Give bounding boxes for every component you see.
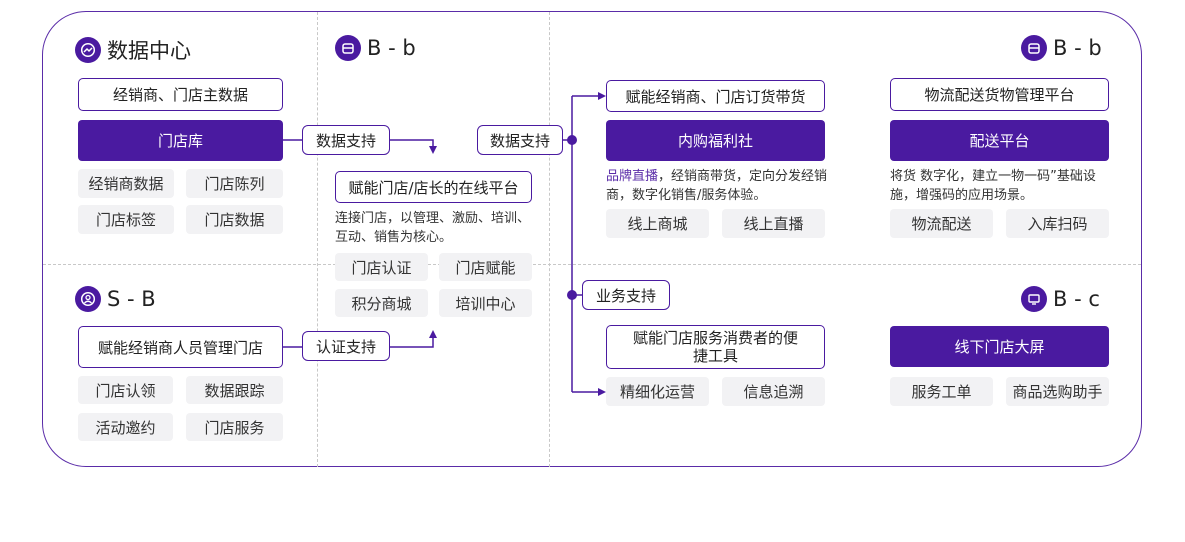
store-icon <box>1021 35 1047 61</box>
section-title-bb-left: B - b <box>335 35 416 61</box>
connector-label-data-support-2: 数据支持 <box>477 125 563 155</box>
main-box-delivery: 配送平台 <box>890 120 1109 161</box>
section-title-sb: S - B <box>75 286 156 312</box>
section-title-bb-right: B - b <box>1021 35 1102 61</box>
divider-h <box>43 264 1141 265</box>
desc-rest: ，经销商带货，定向分发经销商，数字化销售/服务体验。 <box>606 169 828 203</box>
desc-delivery: 将货 数字化，建立一物一码”基础设施，增强码的应用场景。 <box>890 169 1096 203</box>
section-title-bc: B - c <box>1021 286 1100 312</box>
tag: 门店服务 <box>186 413 283 441</box>
chart-icon <box>75 37 101 63</box>
tag: 门店陈列 <box>186 169 283 198</box>
header-box-order-selling: 赋能经销商、门店订货带货 <box>606 80 825 112</box>
tag: 门店标签 <box>78 205 174 234</box>
user-icon <box>75 286 101 312</box>
section-title-text: B - b <box>1053 36 1102 60</box>
header-box-store-platform: 赋能门店/店长的在线平台 <box>335 171 532 203</box>
main-box-welfare: 内购福利社 <box>606 120 825 161</box>
divider-v2 <box>549 12 550 467</box>
section-title-text: 数据中心 <box>107 39 191 63</box>
tag: 服务工单 <box>890 377 993 406</box>
tag: 信息追溯 <box>722 377 825 406</box>
connector-label-business-support: 业务支持 <box>582 280 670 310</box>
tag: 门店认领 <box>78 376 173 404</box>
connector-label-data-support-1: 数据支持 <box>302 125 390 155</box>
tag: 门店认证 <box>335 253 428 281</box>
divider-v1 <box>317 12 318 467</box>
tag: 精细化运营 <box>606 377 709 406</box>
header-box-master-data: 经销商、门店主数据 <box>78 78 283 111</box>
header-box-consumer-tools: 赋能门店服务消费者的便捷工具 <box>606 325 825 369</box>
screen-icon <box>1021 286 1047 312</box>
desc-highlight: 品牌直播 <box>606 169 659 184</box>
tag: 数据跟踪 <box>186 376 283 404</box>
tag: 商品选购助手 <box>1006 377 1109 406</box>
section-title-text: B - c <box>1053 287 1100 311</box>
main-box-store-library: 门店库 <box>78 120 283 161</box>
tag: 培训中心 <box>439 289 532 317</box>
tag: 门店赋能 <box>439 253 532 281</box>
section-title-text: S - B <box>107 287 156 311</box>
tag: 门店数据 <box>186 205 283 234</box>
header-box-logistics: 物流配送货物管理平台 <box>890 78 1109 111</box>
store-icon <box>335 35 361 61</box>
tag: 积分商城 <box>335 289 428 317</box>
tag: 线上商城 <box>606 209 709 238</box>
section-title-text: B - b <box>367 36 416 60</box>
section-title-data-center: 数据中心 <box>75 35 191 65</box>
connector-label-cert-support: 认证支持 <box>302 331 390 361</box>
header-box-dealer-staff: 赋能经销商人员管理门店 <box>78 326 283 368</box>
tag: 入库扫码 <box>1006 209 1109 238</box>
tag: 活动邀约 <box>78 413 173 441</box>
tag: 物流配送 <box>890 209 993 238</box>
desc-store-platform: 连接门店，以管理、激励、培训、互动、销售为核心。 <box>335 211 531 245</box>
desc-welfare: 品牌直播，经销商带货，定向分发经销商，数字化销售/服务体验。 <box>606 167 831 205</box>
tag: 线上直播 <box>722 209 825 238</box>
tag: 经销商数据 <box>78 169 174 198</box>
main-box-store-screen: 线下门店大屏 <box>890 326 1109 367</box>
diagram-frame <box>42 11 1142 467</box>
